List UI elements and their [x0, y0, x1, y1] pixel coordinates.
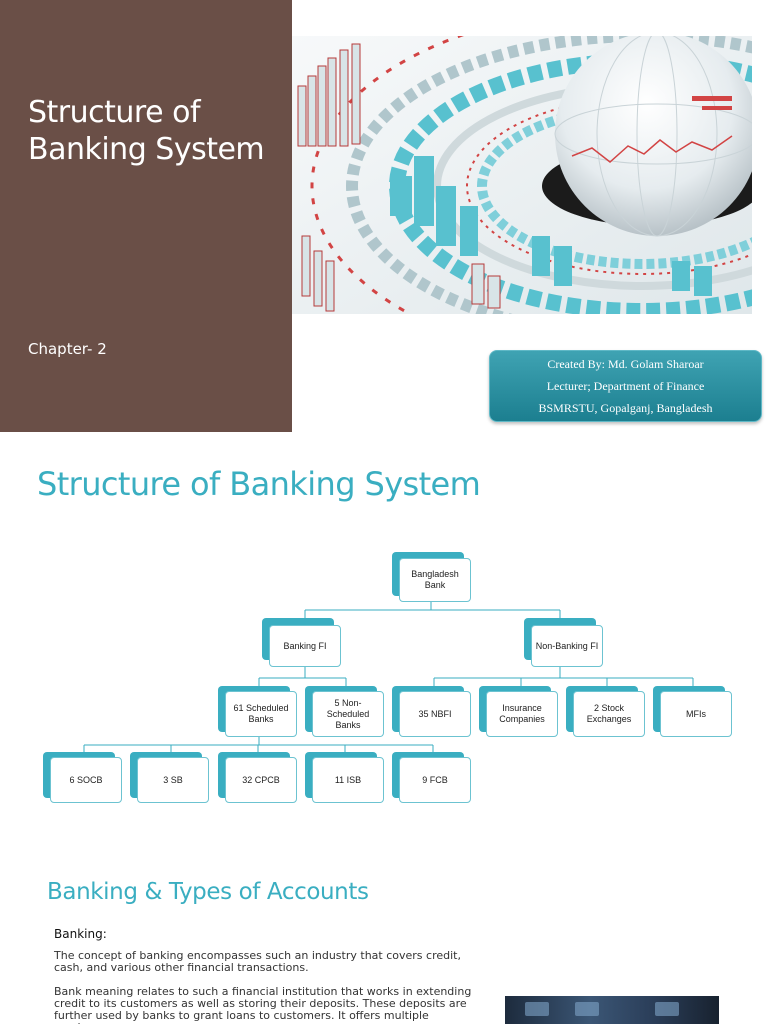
banking-accounts-slide: Banking & Types of Accounts Banking: The… [0, 864, 768, 1024]
globe-chart-illustration [292, 36, 752, 314]
org-node-mfis: MFIs [660, 691, 732, 737]
org-node-stock-exchanges: 2 Stock Exchanges [573, 691, 645, 737]
org-chart: Bangladesh Bank Banking FI Non-Banking F… [0, 432, 768, 864]
org-node-non-scheduled-banks: 5 Non-Scheduled Banks [312, 691, 384, 737]
credit-line-created-by: Created By: Md. Golam Sharoar [547, 357, 704, 371]
credit-line-position: Lecturer; Department of Finance [546, 379, 705, 393]
title-panel: Structure of Banking System Chapter- 2 [0, 0, 292, 432]
org-node-socb: 6 SOCB [50, 757, 122, 803]
photo-detail [525, 1002, 549, 1016]
slide-title: Structure of Banking System [37, 465, 481, 503]
slide-title: Structure of Banking System [28, 95, 265, 167]
hero-image [292, 36, 752, 314]
org-node-banking-fi: Banking FI [269, 625, 341, 667]
org-node-scheduled-banks: 61 Scheduled Banks [225, 691, 297, 737]
org-node-bangladesh-bank: Bangladesh Bank [399, 558, 471, 602]
photo-detail [655, 1002, 679, 1016]
paragraph: Bank meaning relates to such a financial… [54, 985, 472, 1024]
org-node-insurance-companies: Insurance Companies [486, 691, 558, 737]
org-node-nbfi: 35 NBFI [399, 691, 471, 737]
org-node-non-banking-fi: Non-Banking FI [531, 625, 603, 667]
org-node-isb: 11 ISB [312, 757, 384, 803]
org-node-sb: 3 SB [137, 757, 209, 803]
org-chart-slide: Structure of Banking System [0, 432, 768, 864]
title-slide: Structure of Banking System Chapter- 2 [0, 0, 768, 432]
credit-line-institution: BSMRSTU, Gopalganj, Bangladesh [538, 401, 713, 415]
org-node-cpcb: 32 CPCB [225, 757, 297, 803]
org-chart-connectors [83, 600, 694, 752]
chapter-label: Chapter- 2 [28, 340, 107, 358]
author-credit-box: Created By: Md. Golam Sharoar Lecturer; … [489, 350, 762, 422]
banking-photo [505, 996, 719, 1024]
paragraph: The concept of banking encompasses such … [54, 949, 461, 974]
section-heading: Banking: [54, 927, 107, 941]
photo-detail [575, 1002, 599, 1016]
slide-title: Banking & Types of Accounts [47, 879, 369, 905]
org-node-fcb: 9 FCB [399, 757, 471, 803]
